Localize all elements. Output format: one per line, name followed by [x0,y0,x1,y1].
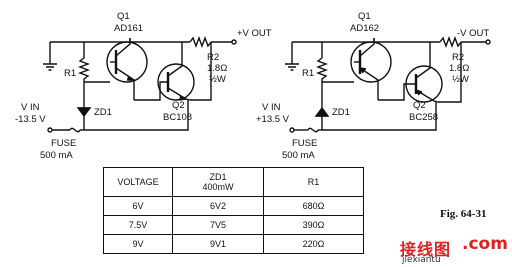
left-q2-label: Q2 [172,100,185,111]
watermark-url: jiexiantu [402,255,441,265]
table-header-r1: R1 [263,167,364,197]
right-zener-label: ZD1 [332,107,350,118]
table-row: 7.5V 7V5 390Ω [103,215,364,235]
table-header-zd1-name: ZD1 [209,172,227,182]
right-q1-label: Q1 [358,11,371,22]
left-fuse-label: FUSE [51,138,76,149]
left-q2-part: BC108 [163,112,192,123]
left-vin-label: V IN [21,102,40,113]
table-header-zd1: ZD1 400mW [172,167,264,197]
table-cell: 390Ω [263,215,364,235]
right-r2-watt: ½W [452,74,469,85]
left-r1-label: R1 [64,68,76,79]
table-header-zd1-rating: 400mW [202,182,234,192]
right-q2-part: BC258 [409,112,438,123]
figure-label: Fig. 64-31 [440,208,487,220]
watermark-site-cn: 接线图 [400,240,452,259]
right-fuse-label: FUSE [292,138,317,149]
left-r2-watt: ½W [209,74,226,85]
table-header-row: VOLTAGE ZD1 400mW R1 [103,167,364,197]
left-vin-value: -13.5 V [15,114,46,125]
table-cell: 7.5V [103,215,173,235]
right-vin-value: +13.5 V [256,114,290,125]
left-r2-value: 1.8Ω [207,63,227,74]
right-q2-label: Q2 [413,100,426,111]
watermark: 接线图 .com jiexiantu [398,234,508,266]
left-q1-part: AD161 [114,23,143,34]
left-zener-label: ZD1 [94,107,112,118]
left-circuit [43,36,237,133]
table-cell: 680Ω [263,196,364,216]
left-output: +V OUT [237,28,272,39]
table-cell: 220Ω [263,234,364,254]
right-fuse-value: 500 mA [282,150,315,161]
component-table: VOLTAGE ZD1 400mW R1 6V 6V2 680Ω 7.5V 7V… [103,167,364,254]
left-fuse-value: 500 mA [40,150,73,161]
table-cell: 6V2 [172,196,264,216]
right-r1-label: R1 [302,68,314,79]
table-header-voltage: VOLTAGE [103,167,173,197]
watermark-site-com: .com [462,234,508,254]
left-q1-label: Q1 [117,11,130,22]
right-r2-value: 1.8Ω [449,63,469,74]
right-q1-part: AD162 [350,23,379,34]
table-cell: 7V5 [172,215,264,235]
right-circuit [285,36,491,133]
table-cell: 9V [103,234,173,254]
left-r2-label: R2 [207,52,219,63]
right-r2-label: R2 [452,52,464,63]
table-row: 9V 9V1 220Ω [103,234,364,254]
table-row: 6V 6V2 680Ω [103,196,364,216]
table-cell: 9V1 [172,234,264,254]
right-vin-label: V IN [262,102,281,113]
table-cell: 6V [103,196,173,216]
right-output: -V OUT [457,28,489,39]
